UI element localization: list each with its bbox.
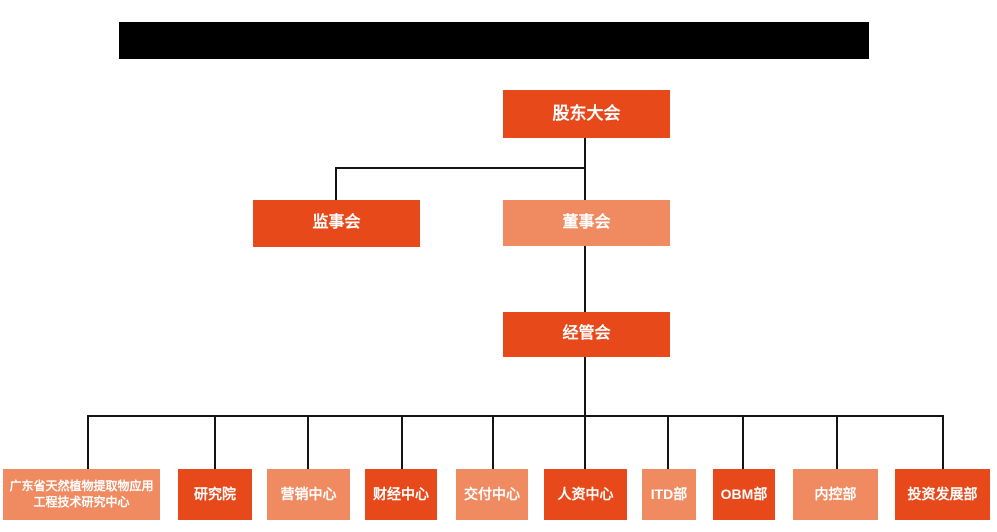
node-supervisory-board: 监事会 bbox=[253, 200, 420, 247]
node-dept-internal-control: 内控部 bbox=[793, 469, 878, 520]
node-dept-finance-center: 财经中心 bbox=[365, 469, 437, 520]
connector-drop-internal-control bbox=[836, 415, 838, 469]
connector-drop-investment bbox=[942, 415, 944, 469]
node-board-of-directors: 董事会 bbox=[503, 200, 670, 246]
node-dept-guangdong-plant-extract-research-center: 广东省天然植物提取物应用工程技术研究中心 bbox=[3, 469, 160, 520]
node-dept-research-institute: 研究院 bbox=[178, 469, 252, 520]
connector-drop-itd bbox=[667, 415, 669, 469]
connector-drop-delivery bbox=[492, 415, 494, 469]
node-dept-marketing-center: 营销中心 bbox=[267, 469, 350, 520]
node-dept-investment-development: 投资发展部 bbox=[895, 469, 990, 520]
connector-drop-institute bbox=[214, 415, 216, 469]
connector-supervisory-branch bbox=[335, 167, 586, 169]
connector-supervisory-down bbox=[335, 167, 337, 200]
connector-drop-obm bbox=[742, 415, 744, 469]
connector-root-down bbox=[584, 138, 586, 200]
connector-management-to-trunk bbox=[584, 357, 586, 469]
node-dept-delivery-center: 交付中心 bbox=[456, 469, 528, 520]
connector-drop-marketing bbox=[307, 415, 309, 469]
redacted-title-bar bbox=[119, 22, 869, 59]
node-dept-obm: OBM部 bbox=[713, 469, 775, 520]
node-shareholders-meeting: 股东大会 bbox=[503, 90, 670, 138]
connector-drop-research-center bbox=[87, 415, 89, 469]
node-dept-itd: ITD部 bbox=[642, 469, 696, 520]
node-dept-hr-center: 人资中心 bbox=[544, 469, 627, 520]
connector-board-to-management bbox=[584, 246, 586, 312]
connector-drop-finance bbox=[401, 415, 403, 469]
node-management-committee: 经管会 bbox=[503, 312, 670, 357]
connector-department-trunk bbox=[87, 415, 944, 417]
